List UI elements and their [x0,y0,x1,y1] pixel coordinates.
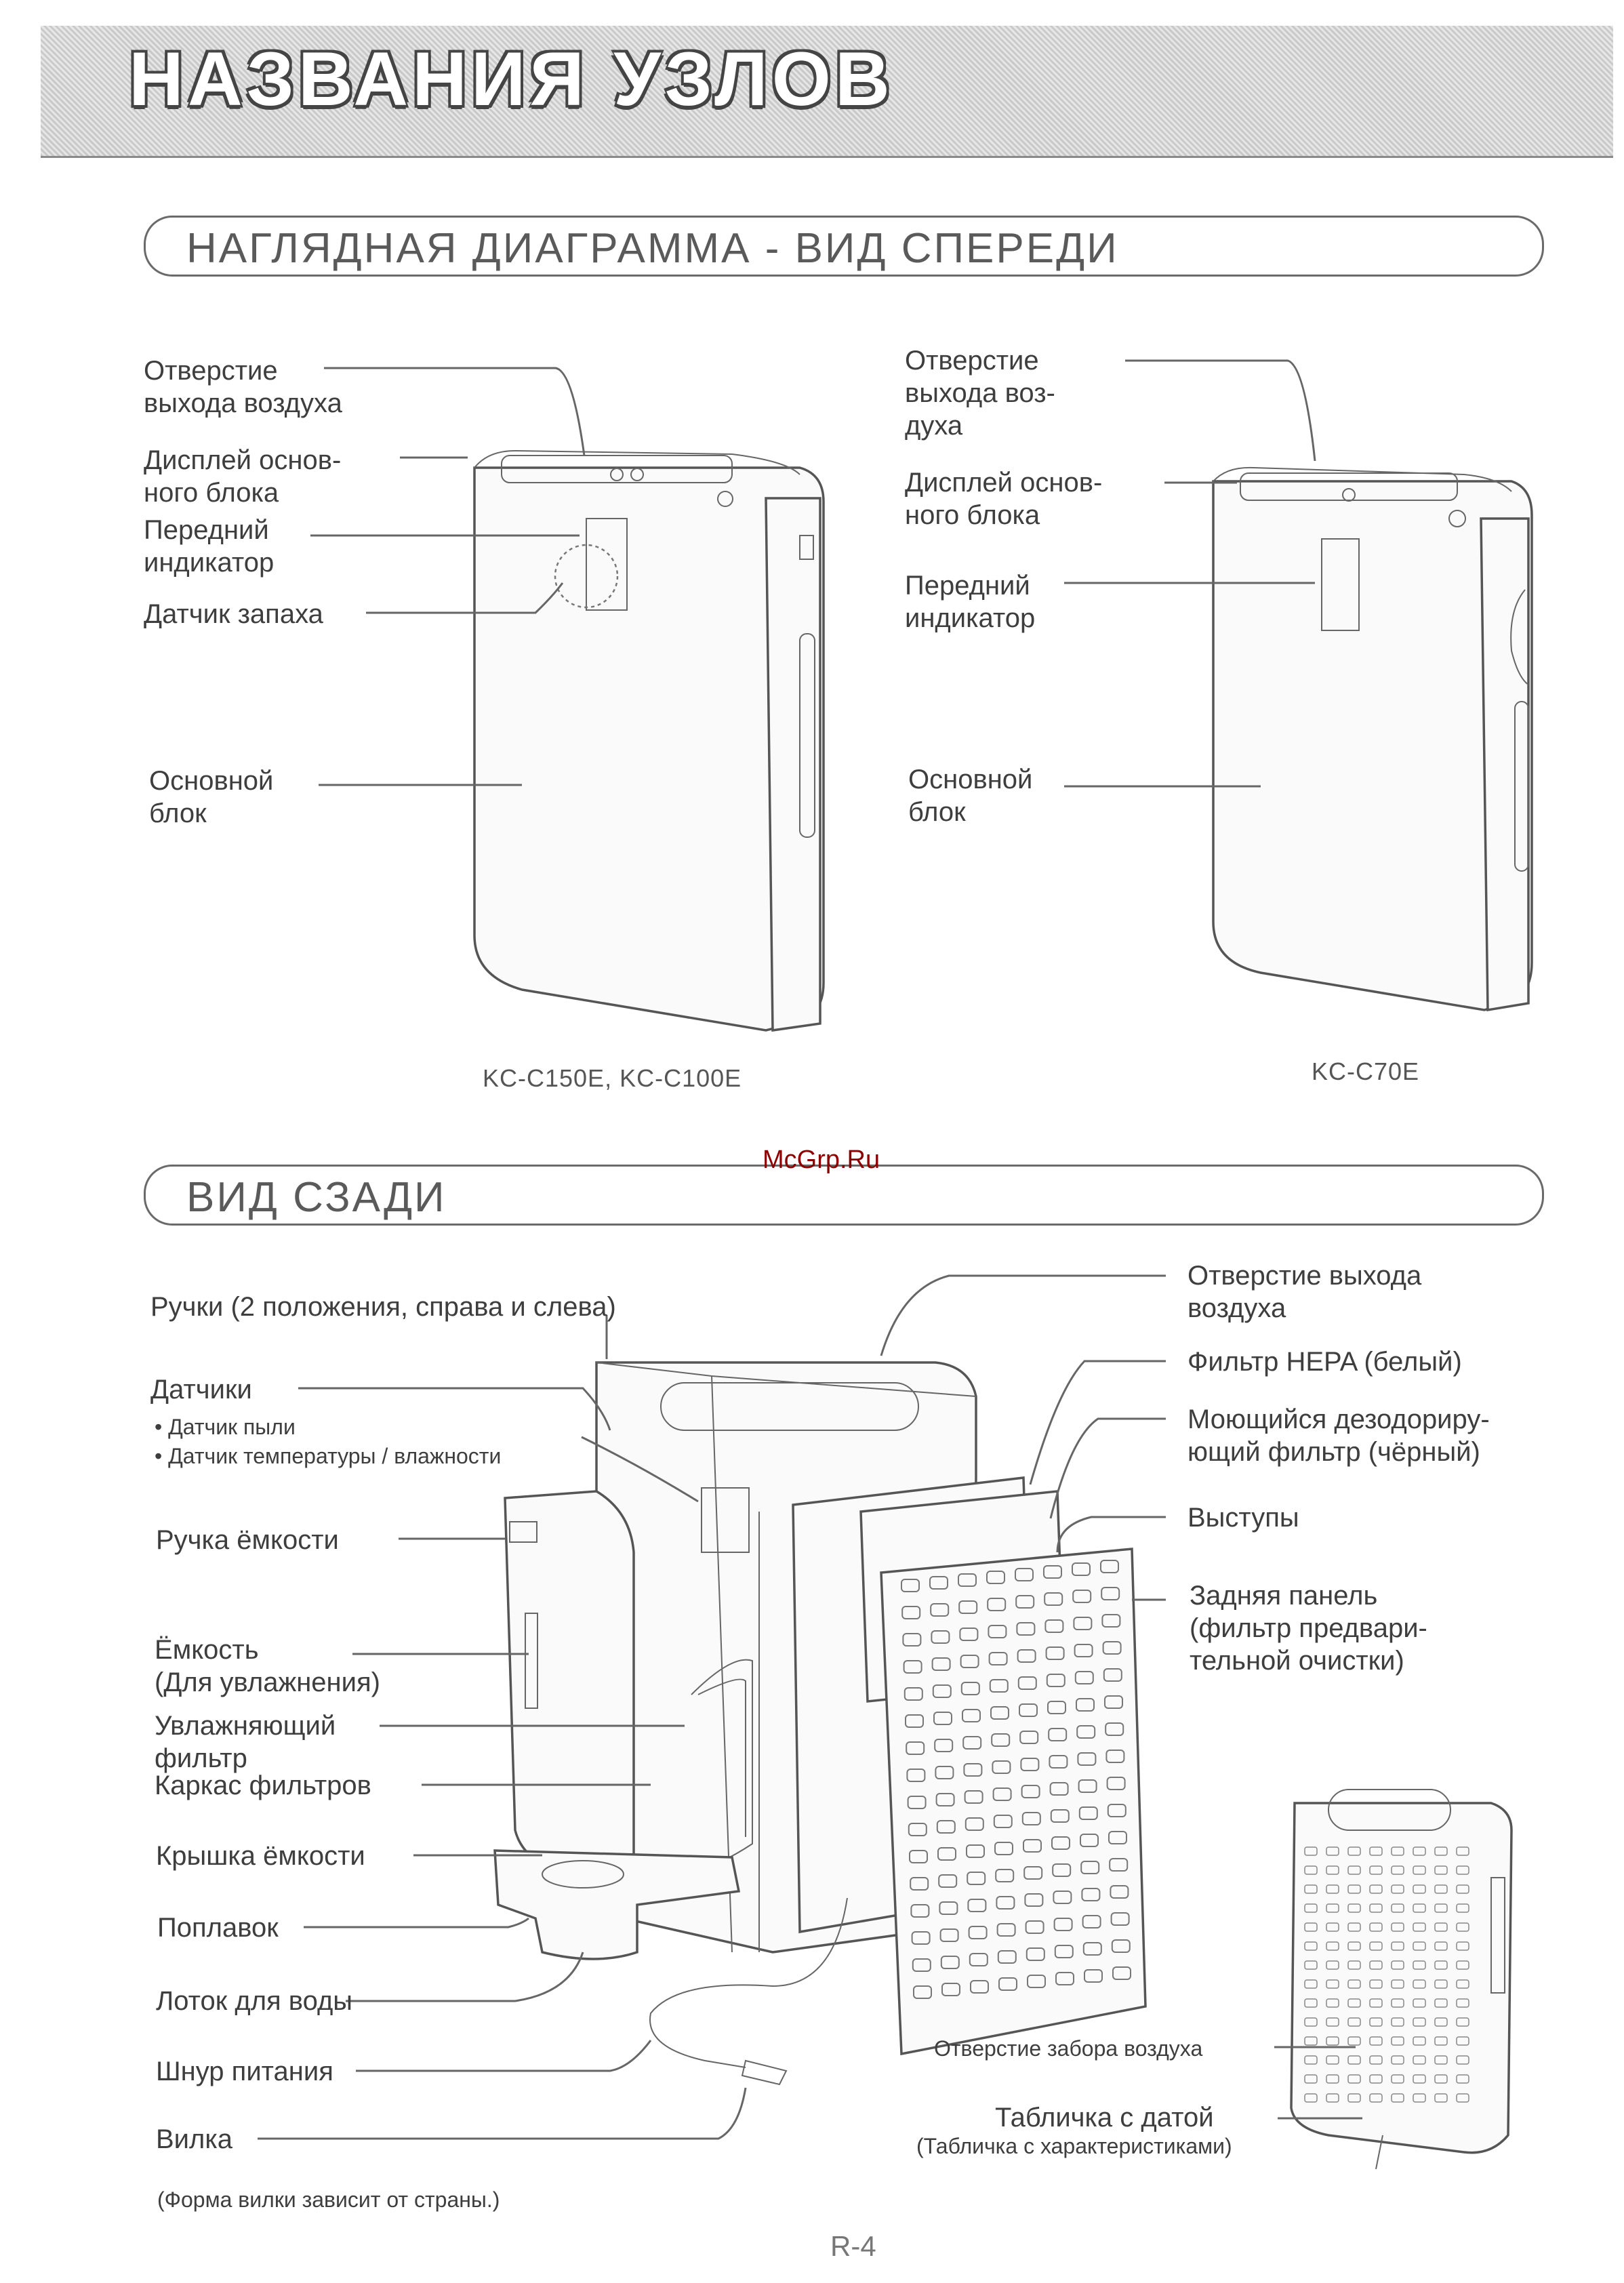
caption-front-right-model: KC-C70E [1312,1057,1420,1085]
title-banner [41,26,1613,158]
label-rear-deodor: Моющийся дезодориру- ющий фильтр (чёрный… [1187,1405,1490,1467]
front-device-right [1212,466,1533,1012]
label-front-right-indicator: Передний индикатор [905,571,1036,633]
label-rear-hepa: Фильтр HEPA (белый) [1187,1347,1462,1377]
label-rear-filter-frame: Каркас фильтров [155,1771,371,1800]
label-front-left-main-unit: Основной блок [149,766,274,828]
front-section-heading-text: НАГЛЯДНАЯ ДИАГРАММА - ВИД СПЕРЕДИ [186,225,1119,272]
label-rear-intake: Отверстие забора воздуха [934,2036,1203,2061]
label-rear-tank-cap: Крышка ёмкости [156,1841,365,1871]
label-front-left-display: Дисплей основ- ного блока [144,445,342,508]
label-front-right-main-unit: Основной блок [908,765,1033,827]
label-rear-tank-handle: Ручка ёмкости [156,1525,339,1555]
label-front-left-indicator: Передний индикатор [144,515,275,578]
label-rear-plug-note: (Форма вилки зависит от страны.) [157,2187,500,2212]
page-title: НАЗВАНИЯ УЗЛОВ [129,37,894,121]
label-front-right-display: Дисплей основ- ного блока [905,468,1103,530]
label-rear-date-plate: Табличка с датой [995,2103,1214,2133]
label-rear-tank: Ёмкость (Для увлажнения) [155,1635,380,1697]
front-device-left [473,449,825,1032]
label-rear-panel: Задняя панель (фильтр предвари- тельной … [1190,1581,1427,1676]
label-front-left-odor-sensor: Датчик запаха [144,599,323,629]
caption-front-left-model: KC-C150E, KC-C100E [483,1064,742,1092]
label-rear-float: Поплавок [157,1913,279,1943]
label-rear-handles: Ручки (2 положения, справа и слева) [150,1292,616,1322]
label-rear-sensors: Датчики [150,1375,252,1405]
label-rear-tabs: Выступы [1187,1503,1299,1533]
page-number: R-4 [830,2230,876,2262]
label-rear-humid-filter: Увлажняющий фильтр [155,1711,336,1773]
label-rear-power-cord: Шнур питания [156,2057,333,2086]
rear-section-heading-text: ВИД СЗАДИ [186,1174,447,1221]
label-front-left-outlet: Отверстие выхода воздуха [144,356,342,418]
small-device-grid [1304,1846,1469,2103]
label-rear-water-tray: Лоток для воды [156,1986,353,2016]
label-rear-sensor-temp: • Датчик температуры / влажности [155,1444,502,1468]
rear-section-heading: ВИД СЗАДИ [144,1165,1544,1226]
watermark: McGrp.Ru [763,1146,880,1174]
label-rear-spec-plate: (Табличка с характеристиками) [916,2134,1232,2158]
rear-panel-grid [901,1560,1131,1999]
label-front-right-outlet: Отверстие выхода воз- духа [905,346,1055,441]
label-rear-plug: Вилка [156,2124,232,2154]
rear-small-device [1290,1789,1513,2170]
rear-exploded-device [493,1361,1147,2086]
label-rear-sensor-dust: • Датчик пыли [155,1415,296,1439]
front-section-heading: НАГЛЯДНАЯ ДИАГРАММА - ВИД СПЕРЕДИ [144,216,1544,277]
label-rear-outlet: Отверстие выхода воздуха [1187,1261,1422,1323]
